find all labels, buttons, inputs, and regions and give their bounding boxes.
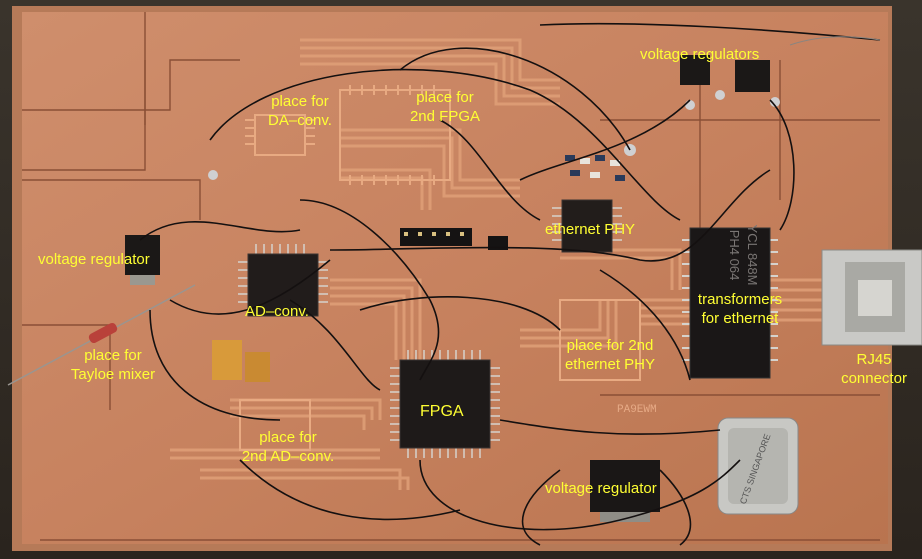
- label-fpga: FPGA: [420, 403, 464, 420]
- label-transformers-for-ethernet: transformers for ethernet: [697, 291, 783, 327]
- transformer-marking-1: PH4 064: [727, 230, 742, 281]
- voltage-regulator-left: [125, 235, 160, 285]
- tantalum-caps: [212, 340, 270, 382]
- label-voltage-regulator-bottom: voltage regulator: [545, 480, 657, 497]
- fpga2-footprint: [339, 85, 451, 185]
- label-place-for-tayloe-mixer: place for Tayloe mixer: [70, 347, 156, 383]
- label-place-for-2nd-fpga: place for 2nd FPGA: [409, 89, 481, 125]
- label-place-for-2nd-ethernet-phy: place for 2nd ethernet PHY: [564, 337, 656, 373]
- pcb-code: PA9EWM: [617, 404, 657, 416]
- label-voltage-regulator-left: voltage regulator: [38, 251, 150, 268]
- label-place-for-2nd-ad-conv: place for 2nd AD–conv.: [241, 429, 335, 465]
- transformer-marking-2: YCL 848M: [745, 225, 760, 286]
- jumper-wires: [139, 22, 881, 546]
- jumper-headers: [400, 228, 508, 250]
- voltage-regulator-top: [680, 55, 770, 92]
- phy2-footprint: [559, 299, 641, 381]
- ethernet-transformer: PH4 064 YCL 848M: [682, 225, 778, 379]
- adc2-footprint: [239, 399, 311, 451]
- fpga-chip: [390, 350, 500, 458]
- ethernet-phy-chip: [552, 199, 622, 253]
- fine-wire: [789, 36, 881, 46]
- label-ethernet-phy: ethernet PHY: [545, 221, 636, 238]
- tayloe-resistor: [7, 284, 196, 386]
- crystal-oscillator: CTS SINGAPORE: [717, 417, 799, 515]
- label-place-for-da-conv: place for DA–conv.: [268, 93, 332, 129]
- label-rj45-connector: RJ45 connector: [841, 351, 907, 387]
- rj45-connector: [821, 249, 922, 346]
- label-ad-conv: AD–conv.: [245, 303, 309, 320]
- da-conv-footprint: [245, 114, 315, 156]
- label-voltage-regulators-top: voltage regulators: [640, 46, 760, 63]
- voltage-regulator-bottom: [590, 460, 660, 522]
